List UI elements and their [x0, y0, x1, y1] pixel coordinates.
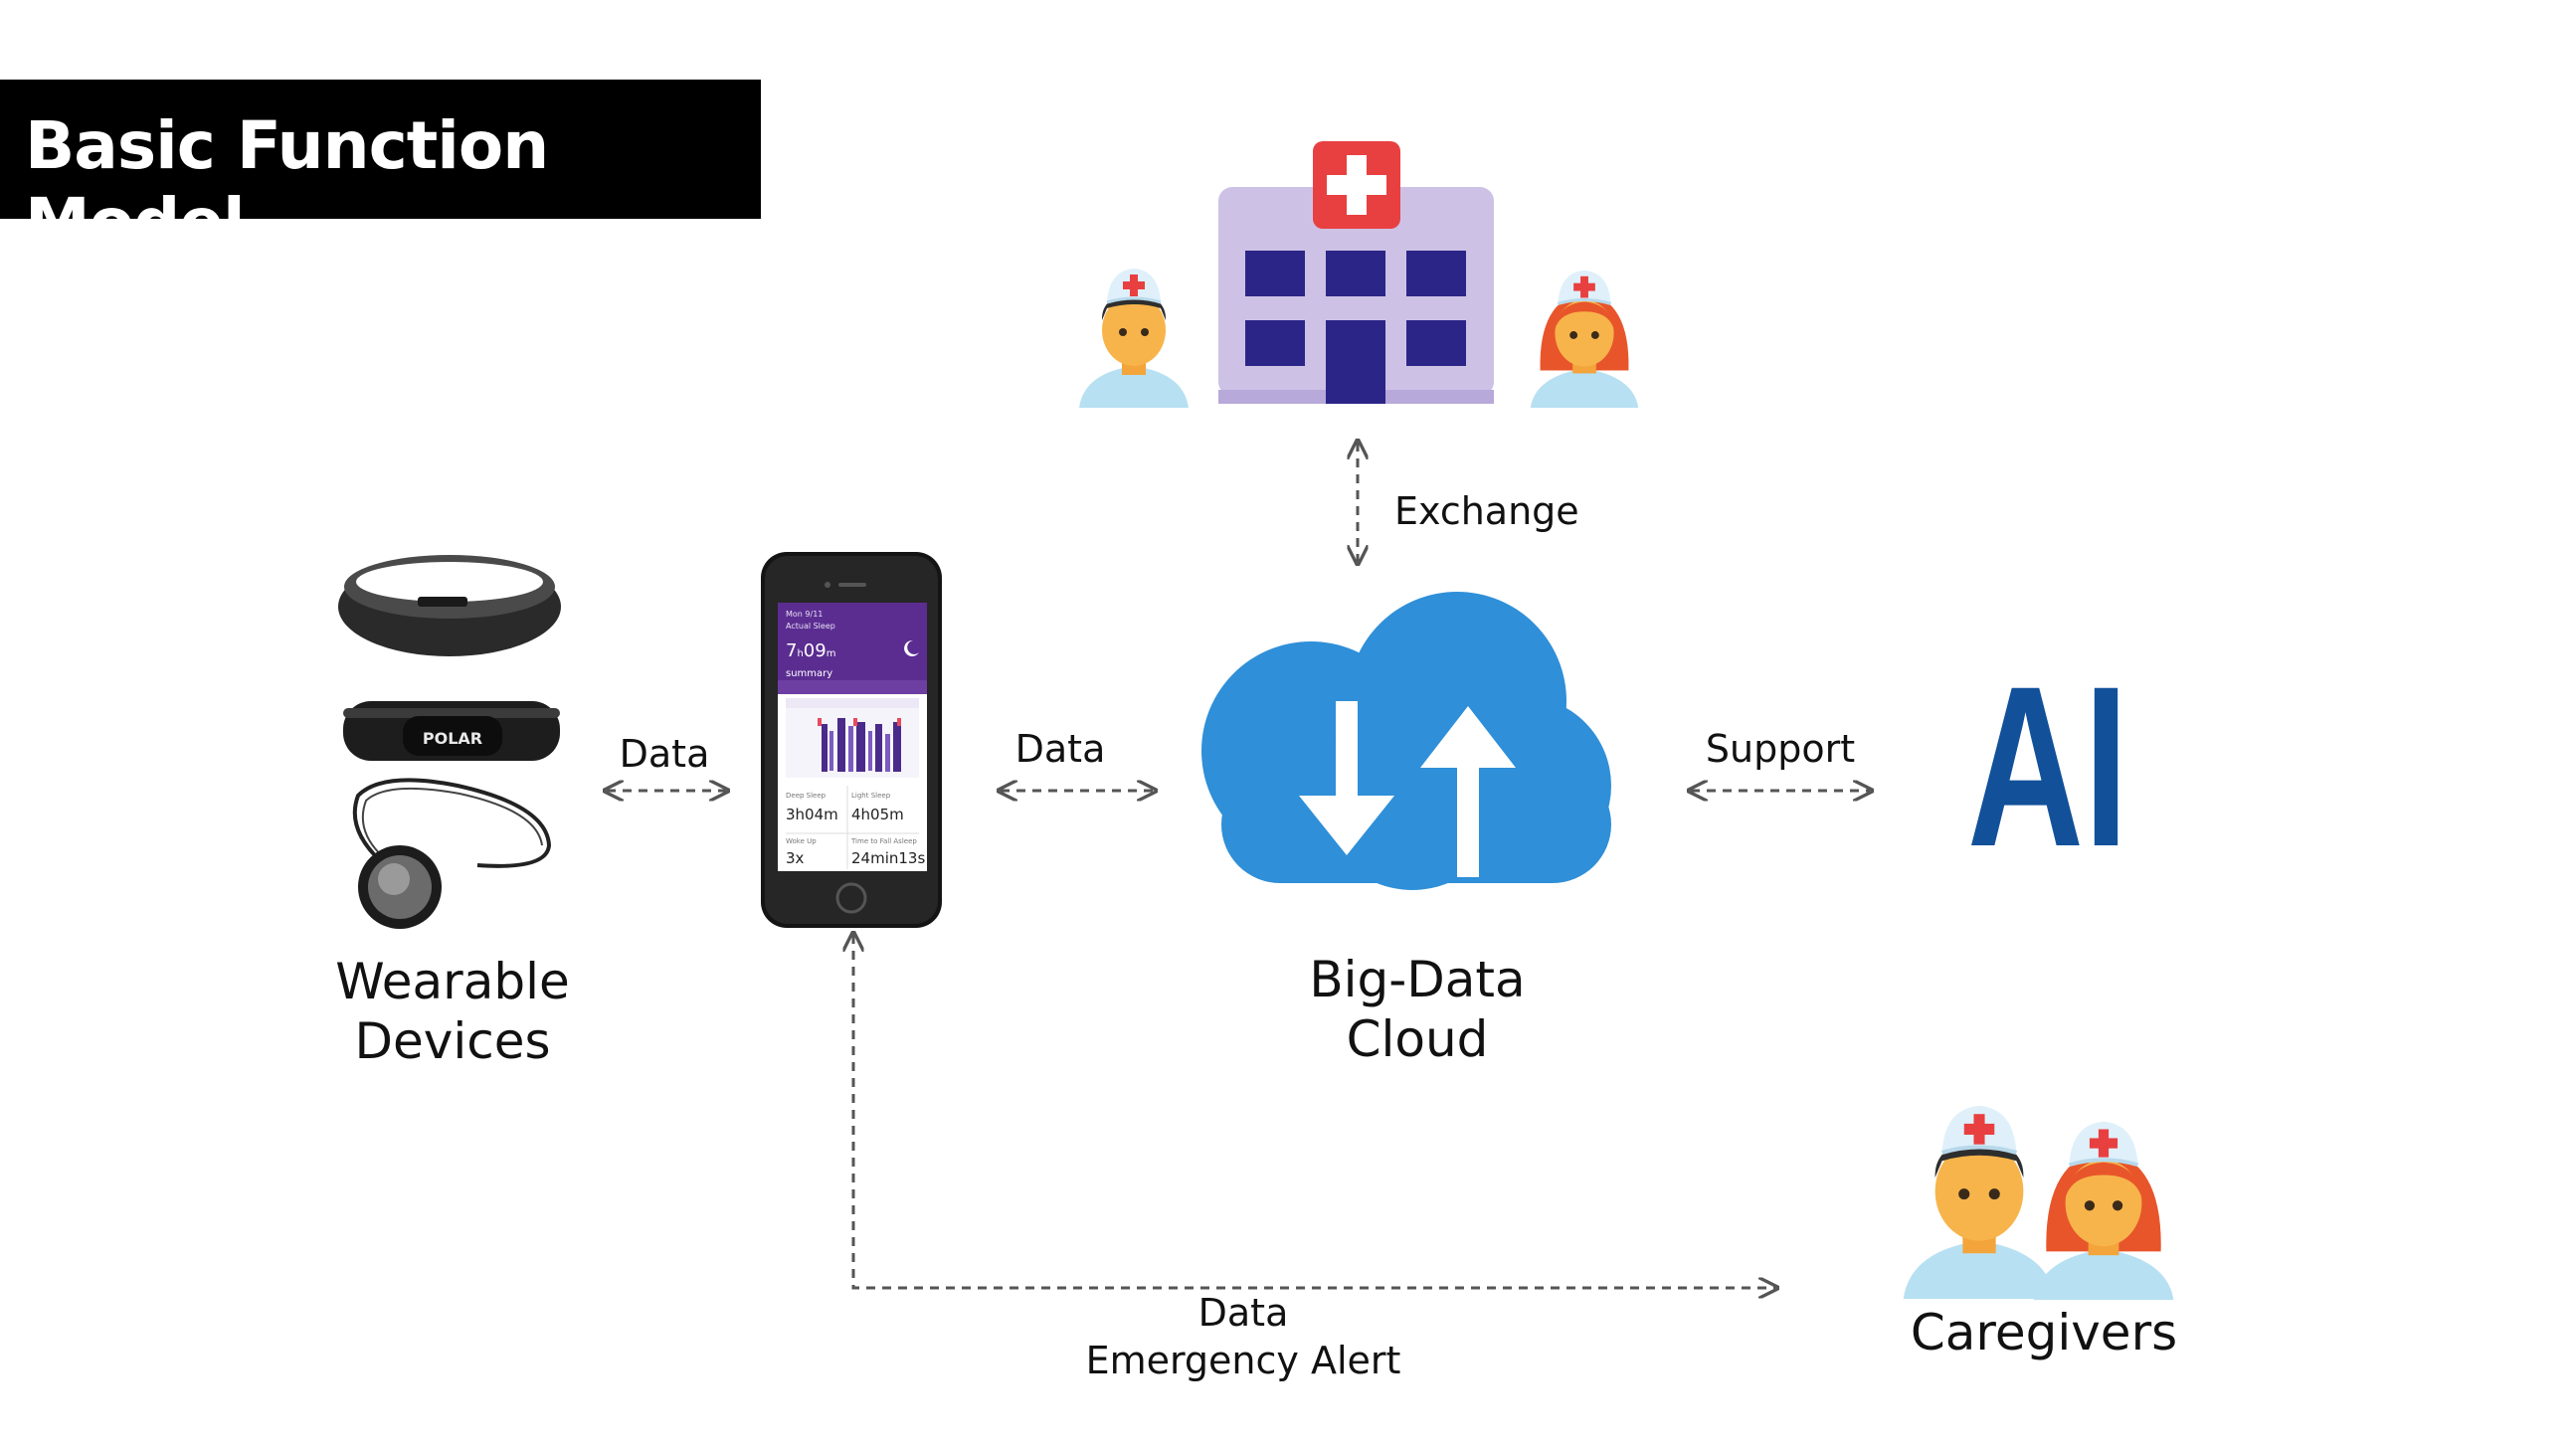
wearable-devices-label: Wearable Devices: [328, 952, 577, 1071]
chest-strap-icon: POLAR: [343, 701, 560, 761]
wearable-label-line2: Devices: [354, 1012, 551, 1070]
smartphone-icon: Mon 9/11 Actual Sleep 7h09m summary Deep…: [761, 552, 942, 928]
fall-asleep-value: 24min13s: [851, 849, 925, 867]
edge-label-wearable-phone: Data: [619, 732, 710, 776]
moon-icon: [904, 639, 919, 656]
doctor-icon: [1079, 267, 1189, 408]
light-sleep-label: Light Sleep: [851, 792, 891, 800]
wearable-label-line1: Wearable: [335, 953, 570, 1010]
woke-up-value: 3x: [786, 849, 805, 867]
ai-logo: AI: [1967, 638, 2128, 894]
cloud-label: Big-Data Cloud: [1293, 950, 1542, 1069]
caregiver-female-icon: [2034, 1122, 2174, 1300]
phone-summary: summary: [786, 668, 832, 679]
edge-label-alert-line2: Emergency Alert: [1085, 1339, 1401, 1382]
phone-date: Mon 9/11: [786, 610, 823, 619]
wearable-devices-group: POLAR: [338, 555, 561, 929]
edge-label-phone-cloud: Data: [1014, 727, 1106, 771]
caregivers-icon: [1904, 1106, 2174, 1300]
caregiver-male-icon: [1904, 1106, 2056, 1299]
title-banner: Basic Function Model: [0, 80, 761, 261]
deep-sleep-label: Deep Sleep: [786, 792, 827, 800]
fall-asleep-label: Time to Fall Asleep: [850, 837, 917, 845]
upload-arrow-icon: [1457, 758, 1479, 877]
deep-sleep-value: 3h04m: [786, 806, 838, 823]
nurse-icon: [1530, 269, 1639, 408]
polar-logo: POLAR: [423, 729, 482, 748]
light-sleep-value: 4h05m: [851, 806, 904, 823]
fitness-band-icon: [338, 555, 561, 656]
edge-label-support: Support: [1705, 727, 1856, 771]
download-arrow-icon: [1336, 701, 1358, 820]
edge-label-alert: Data Emergency Alert: [1044, 1289, 1442, 1384]
phone-sleep-hours: 7h09m: [786, 640, 835, 661]
cloud-label-line1: Big-Data: [1309, 951, 1526, 1008]
cloud-label-line2: Cloud: [1346, 1010, 1489, 1068]
page-title: Basic Function Model: [25, 107, 549, 261]
hospital-group: [1079, 141, 1639, 408]
hospital-icon: [1218, 141, 1494, 404]
cloud-icon: [1201, 592, 1611, 890]
pendant-sensor-icon: [352, 778, 552, 929]
edge-phone-caregivers: [853, 935, 1775, 1288]
edge-label-exchange: Exchange: [1394, 489, 1579, 533]
sleep-chart: [786, 698, 919, 778]
phone-subtitle: Actual Sleep: [786, 622, 835, 631]
woke-up-label: Woke Up: [786, 837, 817, 845]
caregivers-label: Caregivers: [1910, 1304, 2178, 1361]
edge-label-alert-line1: Data: [1197, 1291, 1289, 1335]
